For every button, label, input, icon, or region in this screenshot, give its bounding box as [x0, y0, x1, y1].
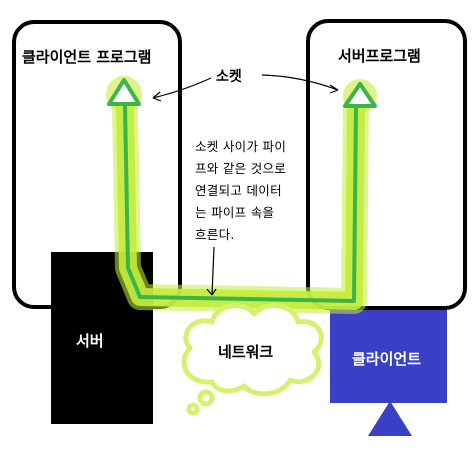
client-machine-screen	[330, 310, 447, 403]
socket-label: 소켓	[216, 69, 242, 85]
network-bubble	[181, 303, 324, 416]
note-pointer-head	[206, 288, 217, 296]
server-program-label: 서버프로그램	[338, 47, 421, 65]
server-socket-arrowhead	[343, 82, 377, 108]
server-machine-label: 서버	[76, 332, 104, 350]
pipe-note: 소켓 사이가 파이 프와 같은 것으로 연결되고 데이터 는 파이프 속을 흐른…	[195, 136, 286, 246]
client-program-label: 클라이언트 프로그램	[22, 48, 152, 66]
socket-pointer-right	[261, 74, 339, 91]
socket-pointer-left	[152, 77, 212, 99]
client-machine-label: 클라이언트	[352, 350, 422, 368]
note-line: 는 파이프 속을	[195, 205, 275, 220]
socket-pointer-left-head	[152, 91, 162, 102]
note-line: 흐른다.	[195, 227, 235, 242]
socket-pointer-right-head	[329, 84, 339, 94]
note-line: 연결되고 데이터	[195, 183, 282, 198]
network-label: 네트워크	[218, 343, 274, 361]
note-line: 프와 같은 것으로	[195, 161, 287, 176]
client-machine-stand	[368, 401, 412, 436]
note-pointer	[211, 246, 215, 296]
client-socket-arrowhead	[107, 78, 141, 106]
pipe-line	[123, 105, 358, 303]
note-line: 소켓 사이가 파이	[195, 139, 287, 154]
